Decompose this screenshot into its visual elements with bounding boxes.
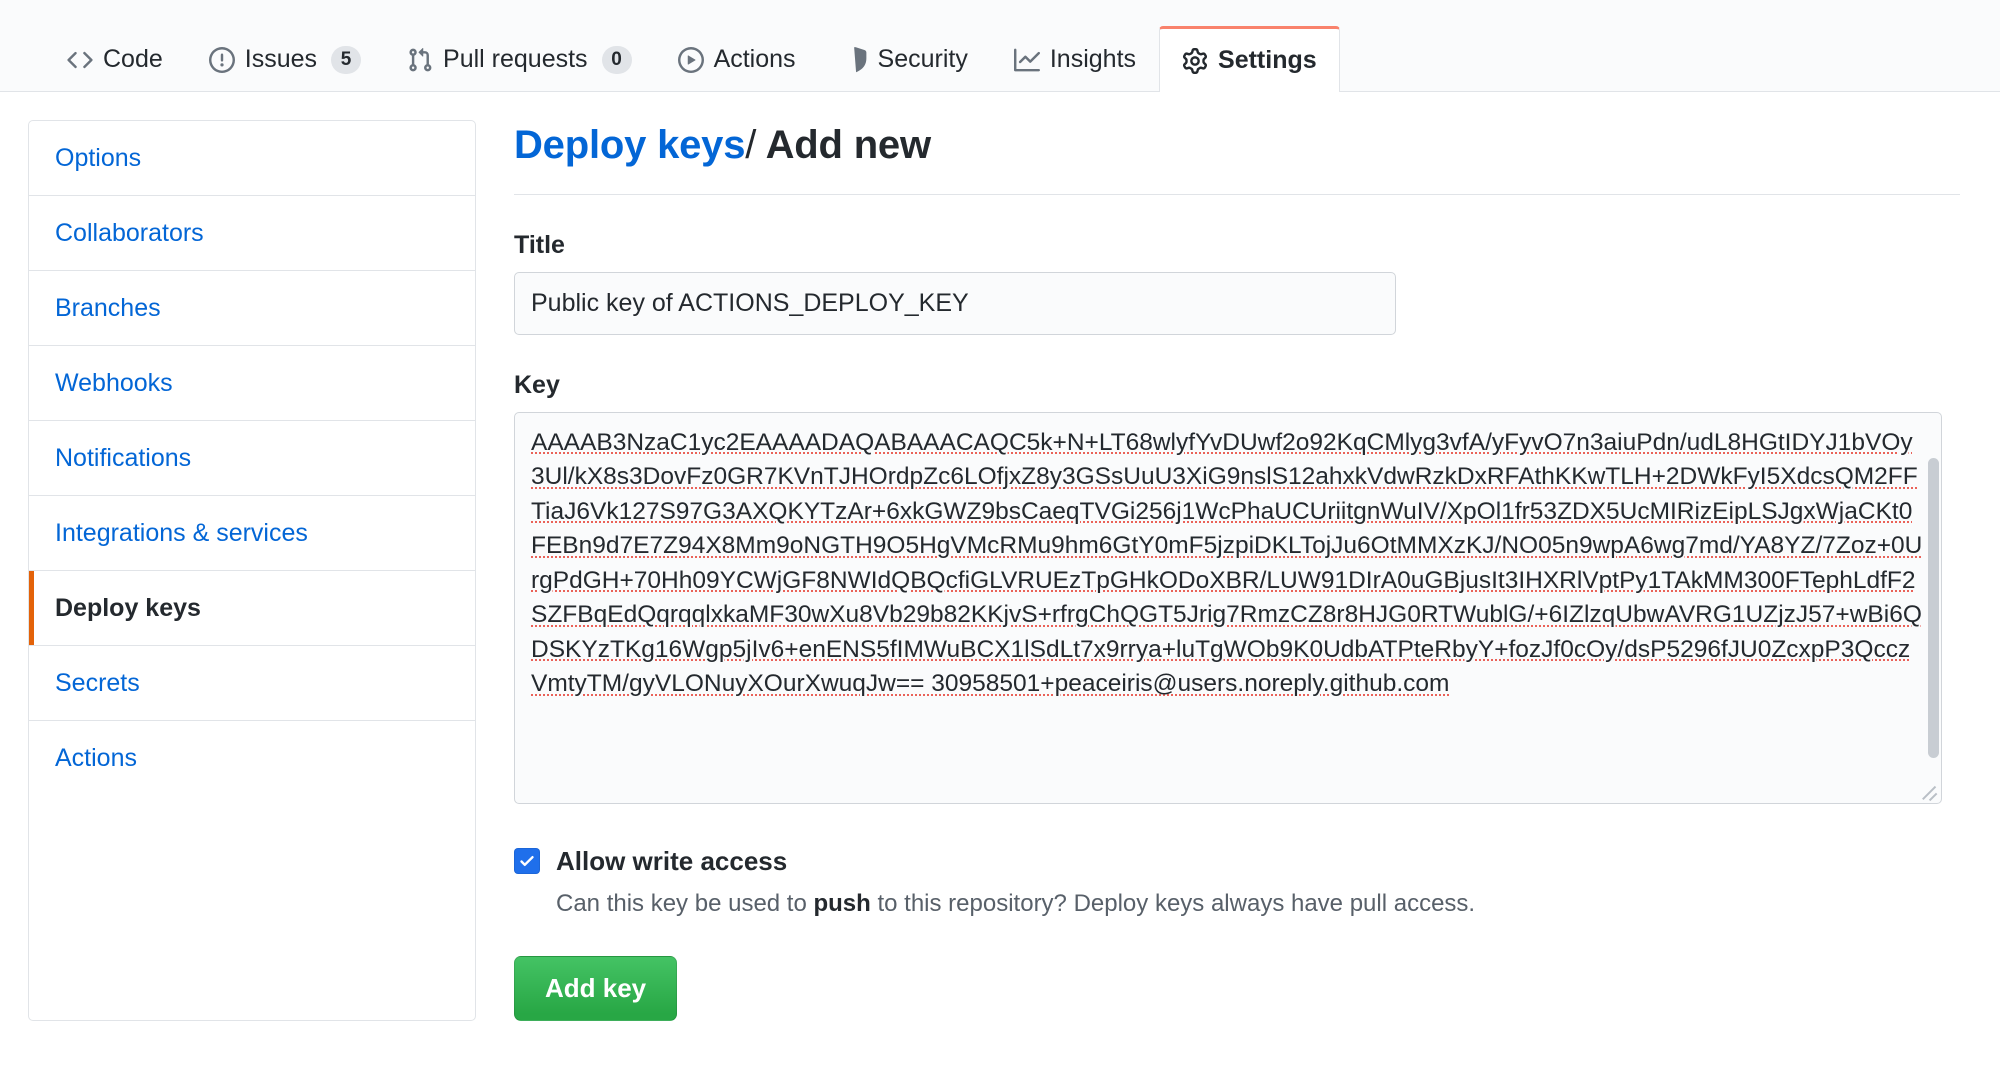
sidebar-item-label: Integrations & services [55, 519, 308, 547]
tab-issues-label: Issues [244, 45, 318, 73]
sidebar-item-label: Options [55, 144, 142, 172]
tab-pull-requests-count: 0 [601, 45, 632, 74]
page-title: Deploy keys/ Add new [514, 122, 1960, 195]
git-pull-request-icon [407, 47, 433, 73]
issue-opened-icon [208, 46, 235, 73]
graph-icon [1013, 47, 1040, 73]
repo-nav-tabs: Code Issues 5 Pull requests 0 Actions [0, 0, 2000, 92]
sidebar-item-label: Collaborators [55, 219, 204, 247]
breadcrumb-separator: / [745, 123, 757, 167]
sidebar-item-label: Notifications [55, 444, 192, 472]
key-textarea[interactable] [514, 411, 1942, 804]
settings-sidebar: Options Collaborators Branches Webhooks … [28, 120, 476, 1021]
settings-body: Options Collaborators Branches Webhooks … [0, 92, 2000, 1021]
key-textarea-scrollbar[interactable] [1928, 457, 1939, 758]
title-field-label: Title [514, 231, 565, 259]
allow-write-access-checkbox[interactable] [514, 848, 540, 875]
tab-insights[interactable]: Insights [991, 26, 1159, 92]
sidebar-item-webhooks[interactable]: Webhooks [29, 346, 475, 421]
sidebar-item-notifications[interactable]: Notifications [29, 421, 475, 496]
allow-write-access-note: Can this key be used to push to this rep… [556, 887, 1960, 921]
sidebar-item-deploy-keys[interactable]: Deploy keys [29, 571, 475, 646]
add-key-button[interactable]: Add key [514, 956, 678, 1021]
sidebar-item-label: Deploy keys [55, 594, 201, 622]
allow-write-access-label[interactable]: Allow write access [556, 845, 788, 876]
tab-issues[interactable]: Issues 5 [186, 26, 384, 92]
tab-security-label: Security [877, 45, 968, 73]
sidebar-item-actions[interactable]: Actions [29, 721, 475, 795]
key-field-label: Key [514, 370, 560, 399]
sidebar-item-integrations-services[interactable]: Integrations & services [29, 496, 475, 571]
tab-settings[interactable]: Settings [1159, 26, 1340, 92]
sidebar-item-branches[interactable]: Branches [29, 271, 475, 346]
tab-insights-label: Insights [1049, 45, 1137, 73]
key-textarea-wrapper [514, 411, 1942, 804]
note-suffix: to this repository? Deploy keys always h… [870, 889, 1476, 917]
tab-pull-requests[interactable]: Pull requests 0 [384, 26, 655, 92]
tab-actions-label: Actions [713, 45, 796, 73]
tab-security[interactable]: Security [819, 26, 991, 92]
allow-write-access-block: Allow write access Can this key be used … [514, 846, 1960, 921]
sidebar-item-options[interactable]: Options [29, 121, 475, 196]
spacer [514, 335, 1960, 371]
deploy-key-form: Deploy keys/ Add new Title Key Allow wri… [514, 120, 1960, 1021]
sidebar-item-collaborators[interactable]: Collaborators [29, 196, 475, 271]
breadcrumb-current: Add new [765, 123, 931, 167]
note-strong: push [813, 889, 871, 917]
tab-code-label: Code [103, 45, 163, 73]
shield-icon [842, 46, 868, 73]
note-prefix: Can this key be used to [556, 889, 814, 917]
tab-pull-requests-label: Pull requests [443, 45, 588, 73]
tab-actions[interactable]: Actions [655, 26, 819, 92]
gear-icon [1182, 47, 1208, 74]
allow-write-access-row: Allow write access [514, 846, 1960, 877]
tab-settings-label: Settings [1218, 46, 1317, 74]
title-input[interactable] [514, 272, 1396, 335]
breadcrumb-deploy-keys-link[interactable]: Deploy keys [514, 123, 746, 167]
tab-issues-count: 5 [331, 45, 362, 74]
sidebar-item-label: Actions [55, 744, 137, 772]
sidebar-item-label: Branches [55, 294, 161, 322]
sidebar-item-label: Webhooks [55, 369, 173, 397]
sidebar-item-secrets[interactable]: Secrets [29, 646, 475, 721]
tab-code[interactable]: Code [44, 26, 186, 92]
sidebar-item-label: Secrets [55, 669, 140, 697]
code-icon [67, 47, 93, 73]
play-icon [677, 46, 704, 73]
